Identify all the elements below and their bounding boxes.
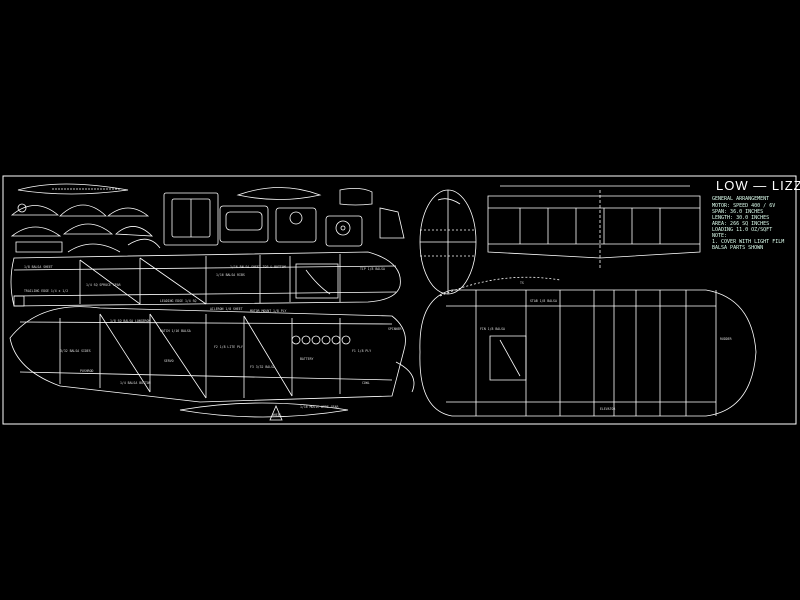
title-separator: — — [753, 178, 768, 193]
label-aileron: AILERON 1/8 SHEET — [210, 307, 243, 311]
label-elevator: ELEVATOR — [600, 407, 615, 411]
label-wheel: WHEEL — [272, 413, 282, 417]
title-block: LOW — LIZZ GENERAL ARRANGEMENT MOTOR: SP… — [708, 176, 800, 254]
spec-line: NOTE: — [712, 233, 728, 239]
label-former3: F3 3/32 BALSA — [250, 365, 275, 369]
label-servo: SERVO — [164, 359, 174, 363]
label-tail-dim: TS — [520, 281, 524, 285]
label-wing-top: 1/8 BALSA SHEET — [24, 265, 53, 269]
label-hatch: HATCH 1/16 BALSA — [160, 329, 191, 333]
label-battery: BATTERY — [300, 357, 314, 361]
spec-line: BALSA PARTS SHOWN — [712, 245, 764, 251]
fuselage-side-view — [9, 295, 415, 421]
label-fin: FIN 1/8 BALSA — [480, 327, 505, 331]
label-pushrod: PUSHROD — [80, 369, 94, 373]
label-rudder: RUDDER — [720, 337, 732, 341]
label-te: TRAILING EDGE 1/4 x 1/2 — [24, 289, 68, 293]
label-fuse-side: 3/32 BALSA SIDES — [60, 349, 91, 353]
spec-line: SPAN: 36.0 INCHES — [712, 209, 764, 215]
title-word-right: LIZZ — [771, 178, 800, 193]
label-fuse-bottom: 1/4 BALSA BOTTOM — [120, 381, 151, 385]
title-word-left: LOW — [716, 178, 749, 193]
spec-line: AREA: 266 SQ INCHES — [712, 221, 770, 227]
cowl-parts — [419, 189, 477, 295]
label-motor-mount: MOTOR MOUNT 1/8 PLY — [250, 309, 287, 313]
label-gear: 1/16 MUSIC WIRE GEAR — [300, 405, 338, 409]
spec-line: LOADING 11.0 OZ/SQFT — [712, 227, 773, 233]
label-spinner: SPINNER — [388, 327, 402, 331]
label-former2: F2 1/8 LITE PLY — [214, 345, 243, 349]
label-fuse-top: 1/8 SQ BALSA LONGERON — [110, 319, 150, 323]
sheet-border — [2, 175, 797, 425]
spec-line: GENERAL ARRANGEMENT — [712, 196, 770, 202]
label-stab: STAB 1/8 BALSA — [530, 299, 557, 303]
drawing-title: LOW — LIZZ — [716, 178, 800, 193]
label-wing-bottom: 1/16 BALSA SHEET TOP & BOTTOM — [230, 265, 286, 269]
label-tip: TIP 1/8 BALSA — [360, 267, 385, 271]
label-ribs: 1/16 BALSA RIBS — [216, 273, 245, 277]
spec-line: 1. COVER WITH LIGHT FILM — [712, 239, 785, 245]
parts-top-left — [10, 183, 161, 253]
fuselage-top-view — [487, 185, 701, 270]
wing-planform — [10, 251, 401, 307]
formers-top — [163, 187, 405, 247]
label-cowl: COWL — [362, 381, 370, 385]
label-spar: 1/4 SQ SPRUCE SPAR — [86, 283, 121, 287]
spec-line: MOTOR: SPEED 400 / 6V — [712, 203, 776, 209]
label-le: LEADING EDGE 1/4 SQ — [160, 299, 197, 303]
label-firewall: F1 1/8 PLY — [352, 349, 371, 353]
spec-line: LENGTH: 30.0 INCHES — [712, 215, 770, 221]
stab-planform — [419, 276, 757, 417]
